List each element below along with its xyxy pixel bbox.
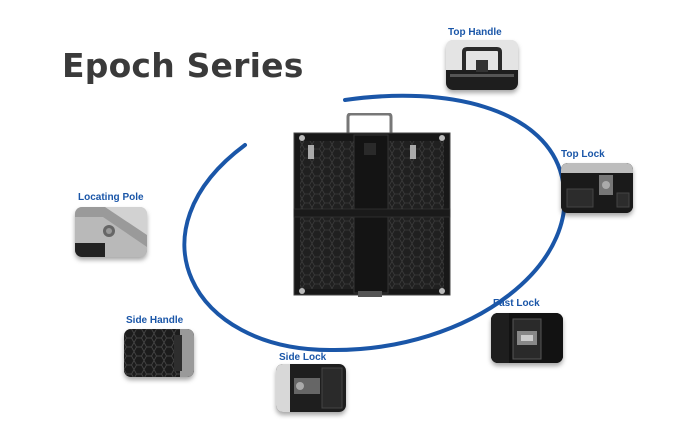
thumb-locating-pole <box>75 207 147 257</box>
label-fast-lock: Fast Lock <box>493 298 540 309</box>
led-cabinet-image <box>293 113 451 297</box>
label-side-handle: Side Handle <box>126 315 184 326</box>
side-lock-photo <box>276 364 346 412</box>
thumb-fast-lock <box>491 313 563 363</box>
fast-lock-photo <box>491 313 563 363</box>
label-side-lock: Side Lock <box>279 352 327 363</box>
label-locating-pole: Locating Pole <box>78 192 144 203</box>
side-handle-photo <box>124 329 194 377</box>
thumb-top-lock <box>561 163 633 213</box>
label-top-handle: Top Handle <box>448 27 502 38</box>
locating-pole-photo <box>75 207 147 257</box>
label-top-lock: Top Lock <box>561 149 605 160</box>
thumb-side-handle <box>124 329 194 377</box>
top-handle-photo <box>446 40 518 90</box>
page-title: Epoch Series <box>62 46 304 85</box>
top-lock-photo <box>561 163 633 213</box>
thumb-top-handle <box>446 40 518 90</box>
thumb-side-lock <box>276 364 346 412</box>
